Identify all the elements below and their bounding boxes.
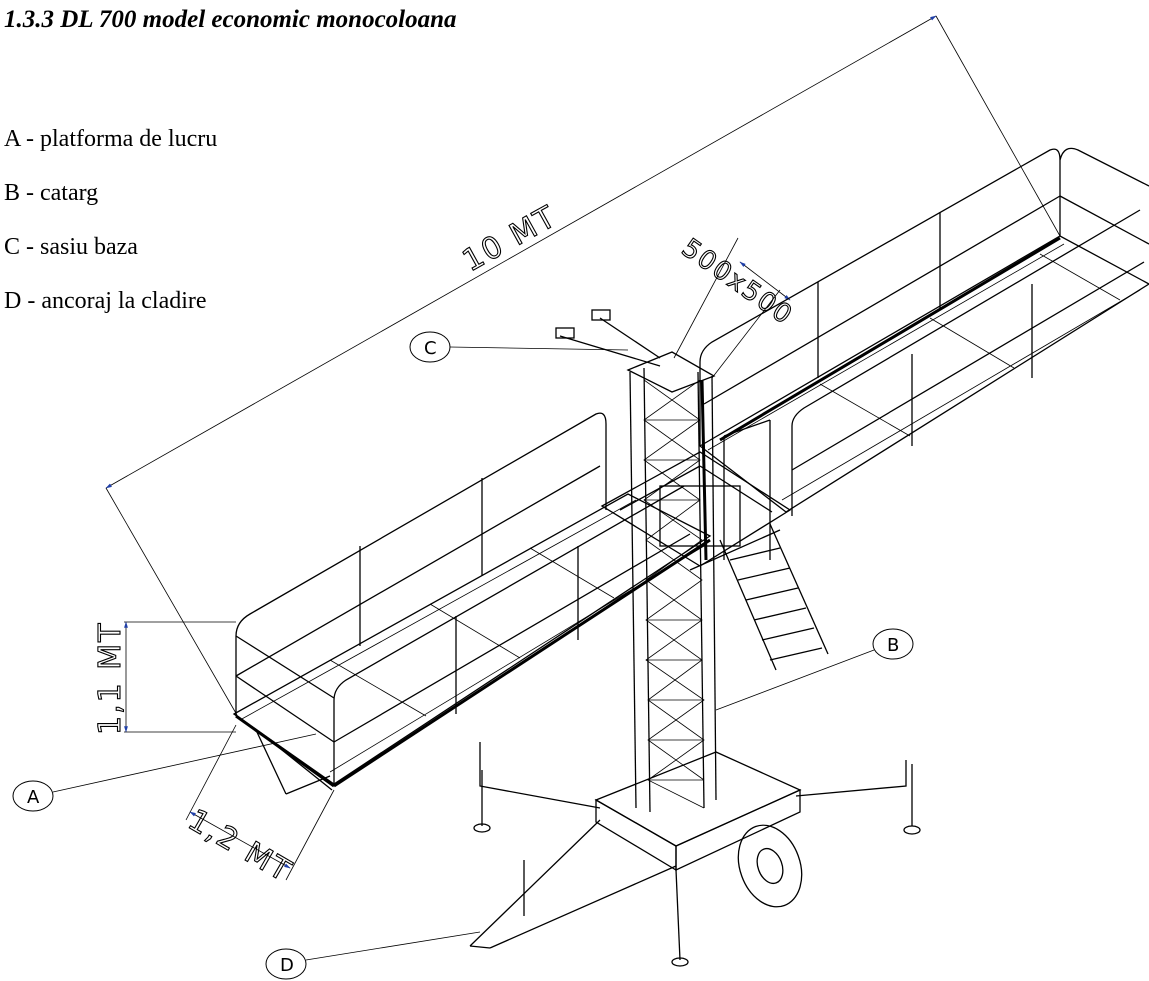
dimension-width-label: 1,2 MT	[182, 803, 298, 890]
callout-d-label: D	[280, 955, 294, 976]
dimension-height: 1,1 MT	[92, 621, 236, 736]
dimension-mast: 500x500	[673, 233, 799, 379]
mast	[555, 309, 717, 813]
callout-c-label: C	[424, 338, 437, 359]
dimension-height-label: 1,1 MT	[93, 622, 128, 735]
callout-c: C	[409, 331, 629, 363]
dimension-length-label: 10 MT	[457, 199, 563, 279]
stairs	[719, 523, 829, 671]
left-platform	[232, 412, 712, 795]
callout-b: B	[715, 628, 914, 711]
callout-a-label: A	[27, 787, 40, 808]
dimension-mast-label: 500x500	[676, 233, 799, 331]
callout-d: D	[265, 931, 481, 980]
base-chassis	[469, 742, 921, 967]
callout-a: A	[12, 733, 317, 812]
legend-item-b: B - catarg	[4, 180, 99, 206]
right-platform	[698, 147, 1149, 560]
center-carriage	[600, 451, 792, 571]
dimension-width: 1,2 MT	[181, 724, 335, 890]
dimension-length: 10 MT	[105, 15, 1061, 716]
callout-b-label: B	[887, 635, 899, 656]
